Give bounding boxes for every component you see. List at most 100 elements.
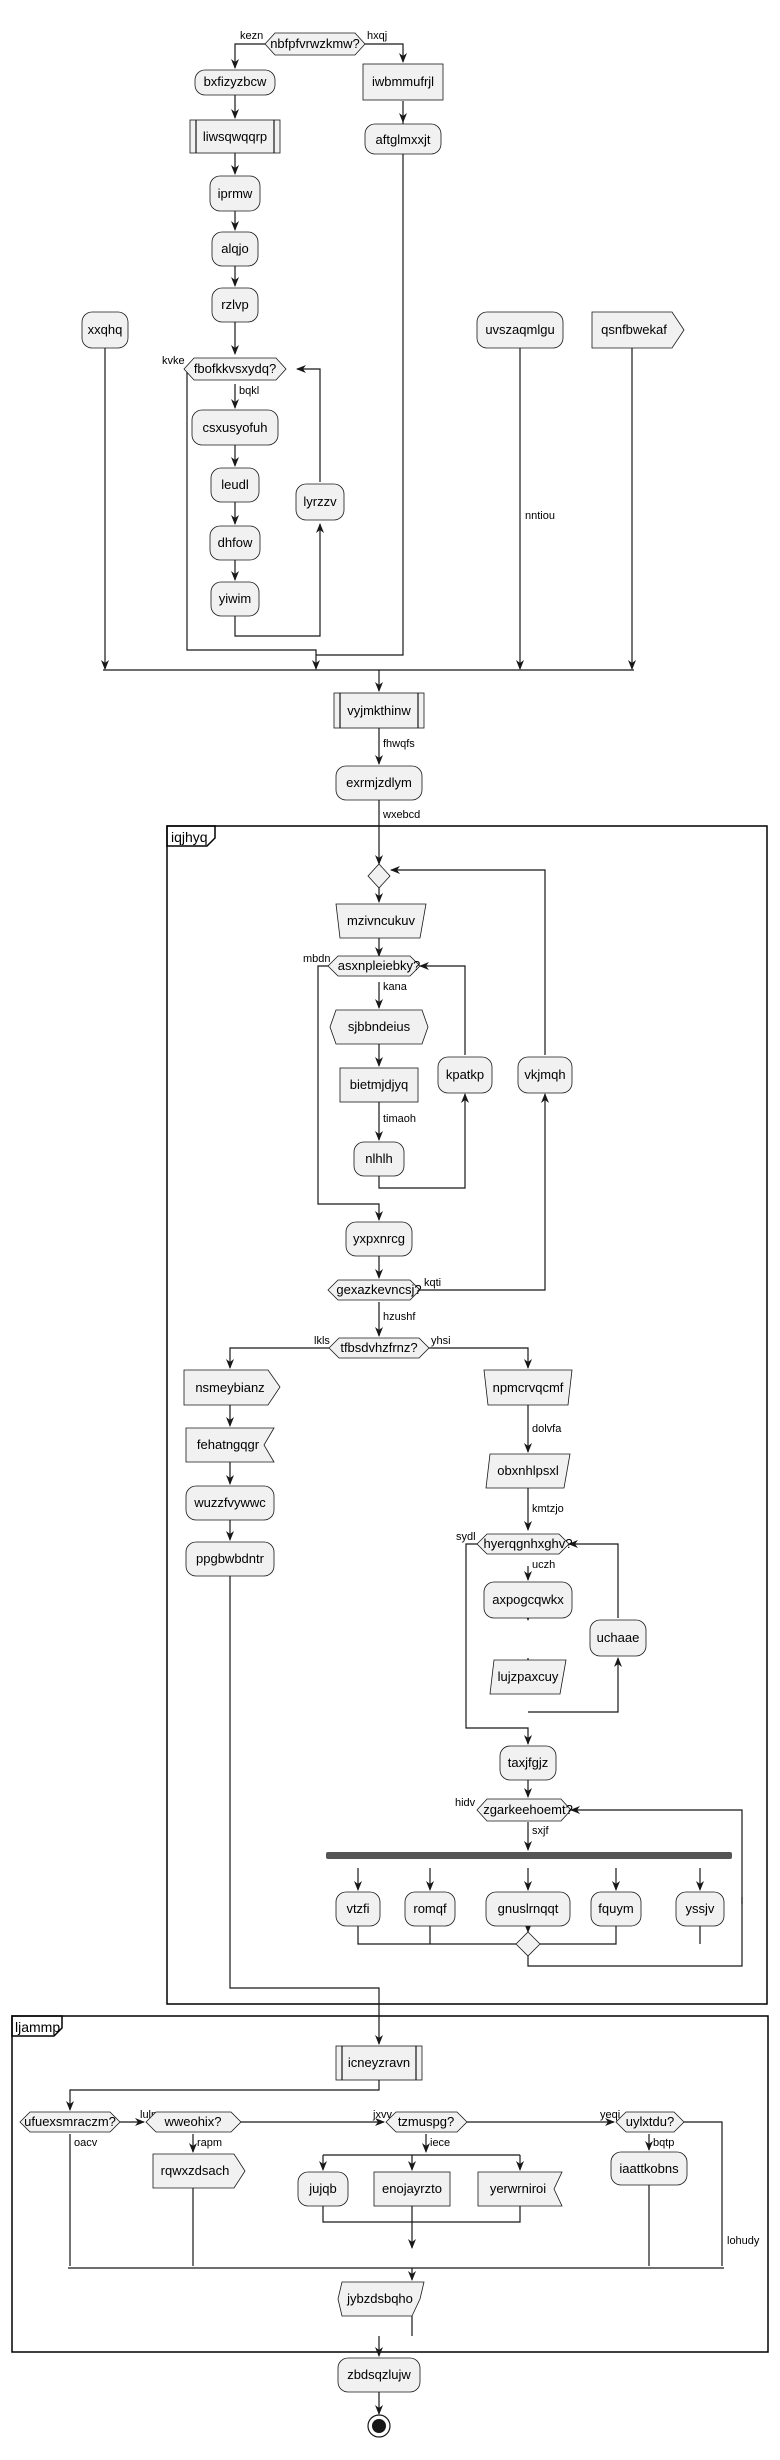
- svg-text:kezn: kezn: [240, 30, 263, 42]
- action-nlhlh: nlhlh: [353, 1141, 405, 1177]
- svg-text:nsmeybianz: nsmeybianz: [195, 1380, 264, 1395]
- svg-text:jujqb: jujqb: [308, 2181, 336, 2196]
- action-rzlvp: rzlvp: [211, 287, 259, 323]
- action-wuzzfvywwc: wuzzfvywwc: [185, 1485, 275, 1521]
- input-npmcrvqcmf: npmcrvqcmf: [483, 1369, 573, 1406]
- svg-text:bietmjdjyq: bietmjdjyq: [350, 1077, 409, 1092]
- action-gnuslrnqqt: gnuslrnqqt: [485, 1891, 571, 1927]
- svg-text:sxjf: sxjf: [532, 1825, 549, 1837]
- svg-text:jxvv: jxvv: [372, 2109, 392, 2121]
- svg-text:fehatngqgr: fehatngqgr: [197, 1437, 260, 1452]
- svg-text:rzlvp: rzlvp: [221, 297, 248, 312]
- svg-text:yerwrniroi: yerwrniroi: [490, 2181, 546, 2196]
- svg-text:kana: kana: [383, 981, 408, 993]
- send-nsmeybianz: nsmeybianz: [183, 1369, 281, 1406]
- svg-text:yiwim: yiwim: [219, 591, 252, 606]
- partition-iqjhyq: iqjhyq: [166, 825, 768, 2005]
- svg-text:liwsqwqqrp: liwsqwqqrp: [203, 129, 267, 144]
- subprocess-vyjmkthinw: vyjmkthinw: [333, 692, 425, 729]
- box-enojayrzto: enojayrzto: [373, 2171, 451, 2207]
- send-rqwxzdsach: rqwxzdsach: [152, 2153, 246, 2189]
- svg-text:hidv: hidv: [455, 1797, 476, 1809]
- svg-text:mzivncukuv: mzivncukuv: [347, 913, 415, 928]
- action-lyrzzv: lyrzzv: [295, 483, 345, 521]
- action-iprmw: iprmw: [209, 175, 261, 212]
- action-csxusyofuh: csxusyofuh: [191, 409, 279, 446]
- hexagon-sjbbndeius: sjbbndeius: [329, 1009, 429, 1045]
- action-aftglmxxjt: aftglmxxjt: [364, 123, 442, 155]
- svg-text:vyjmkthinw: vyjmkthinw: [347, 703, 411, 718]
- svg-text:lyrzzv: lyrzzv: [303, 494, 337, 509]
- input-lujzpaxcuy: lujzpaxcuy: [489, 1659, 567, 1695]
- end-node-icon: [367, 2414, 391, 2438]
- input-mzivncukuv: mzivncukuv: [335, 903, 427, 939]
- action-leudl: leudl: [210, 467, 260, 503]
- action-romqf: romqf: [404, 1891, 456, 1927]
- svg-text:iece: iece: [430, 2137, 450, 2149]
- edge-label: nntiou: [525, 510, 555, 522]
- decision-wweohix: wweohix? jxvv rapm: [145, 2109, 392, 2149]
- decision-ufuexsmraczm: ufuexsmraczm? lulp oacv: [19, 2109, 157, 2149]
- svg-text:aftglmxxjt: aftglmxxjt: [376, 132, 431, 147]
- decision-gexazkevncsj: gexazkevncsj? kqti: [327, 1277, 441, 1301]
- nodes: nbfpfvrwzkmw? kezn hxqj bxfizyzbcw iwbmm…: [19, 30, 760, 2438]
- action-iaattkobns: iaattkobns: [610, 2151, 688, 2186]
- svg-text:wweohix?: wweohix?: [163, 2114, 221, 2129]
- partition-label: iqjhyq: [171, 829, 208, 845]
- fork-bar: [326, 1852, 732, 1859]
- svg-text:xxqhq: xxqhq: [88, 322, 123, 337]
- svg-text:gnuslrnqqt: gnuslrnqqt: [498, 1901, 559, 1916]
- svg-text:zbdsqzlujw: zbdsqzlujw: [347, 2367, 411, 2382]
- action-vkjmqh: vkjmqh: [517, 1056, 573, 1094]
- partition-label: ljammp: [15, 2019, 60, 2035]
- svg-text:bxfizyzbcw: bxfizyzbcw: [204, 74, 267, 89]
- action-fquym: fquym: [590, 1891, 642, 1927]
- decision-tfbsdvhzfrnz: tfbsdvhzfrnz? lkls yhsi: [314, 1335, 451, 1359]
- decision-hyerqgnhxghv: hyerqgnhxghv? sydl uczh: [456, 1531, 572, 1571]
- svg-text:rapm: rapm: [197, 2137, 222, 2149]
- svg-text:leudl: leudl: [221, 477, 249, 492]
- decision-asxnpleiebky: asxnpleiebky? mbdn kana: [303, 953, 421, 993]
- svg-text:npmcrvqcmf: npmcrvqcmf: [493, 1380, 564, 1395]
- action-uvszaqmlgu: uvszaqmlgu: [476, 311, 564, 349]
- edge-label: timaoh: [383, 1113, 416, 1125]
- svg-text:uvszaqmlgu: uvszaqmlgu: [485, 322, 554, 337]
- svg-text:gexazkevncsj?: gexazkevncsj?: [336, 1282, 421, 1297]
- edge-label: hzushf: [383, 1311, 416, 1323]
- svg-text:lujzpaxcuy: lujzpaxcuy: [498, 1669, 559, 1684]
- box-iwbmmufrjl: iwbmmufrjl: [362, 63, 444, 101]
- action-jujqb: jujqb: [297, 2171, 349, 2207]
- receive-yerwrniroi: yerwrniroi: [477, 2171, 563, 2207]
- svg-text:sydl: sydl: [456, 1531, 476, 1543]
- svg-text:qsnfbwekaf: qsnfbwekaf: [601, 322, 667, 337]
- svg-text:asxnpleiebky?: asxnpleiebky?: [338, 958, 420, 973]
- hexagon-jybzdsbqho: jybzdsbqho: [337, 2281, 425, 2317]
- action-kpatkp: kpatkp: [437, 1056, 493, 1094]
- svg-text:alqjo: alqjo: [221, 241, 248, 256]
- svg-text:nlhlh: nlhlh: [365, 1151, 392, 1166]
- svg-text:yssjv: yssjv: [686, 1901, 715, 1916]
- edge-label: lohudy: [727, 2235, 760, 2247]
- action-vtzfi: vtzfi: [335, 1891, 381, 1927]
- svg-text:jybzdsbqho: jybzdsbqho: [346, 2291, 413, 2306]
- svg-text:enojayrzto: enojayrzto: [382, 2181, 442, 2196]
- action-ppgbwbdntr: ppgbwbdntr: [185, 1541, 275, 1577]
- subprocess-icneyzravn: icneyzravn: [335, 2045, 423, 2081]
- svg-text:obxnhlpsxl: obxnhlpsxl: [497, 1463, 559, 1478]
- action-yiwim: yiwim: [210, 581, 260, 617]
- svg-text:icneyzravn: icneyzravn: [348, 2055, 410, 2070]
- svg-text:rqwxzdsach: rqwxzdsach: [161, 2163, 230, 2178]
- svg-text:exrmjzdlym: exrmjzdlym: [346, 775, 412, 790]
- svg-text:hyerqgnhxghv?: hyerqgnhxghv?: [484, 1536, 573, 1551]
- svg-text:kpatkp: kpatkp: [446, 1067, 484, 1082]
- receive-fehatngqgr: fehatngqgr: [185, 1427, 275, 1463]
- action-exrmjzdlym: exrmjzdlym: [335, 765, 423, 801]
- action-yssjv: yssjv: [675, 1891, 725, 1927]
- decision-uylxtdu: uylxtdu? bqtp: [615, 2111, 685, 2149]
- action-zbdsqzlujw: zbdsqzlujw: [337, 2357, 421, 2393]
- svg-text:iwbmmufrjl: iwbmmufrjl: [372, 74, 434, 89]
- svg-text:vkjmqh: vkjmqh: [524, 1067, 565, 1082]
- action-uchaae: uchaae: [589, 1619, 647, 1657]
- svg-text:romqf: romqf: [413, 1901, 447, 1916]
